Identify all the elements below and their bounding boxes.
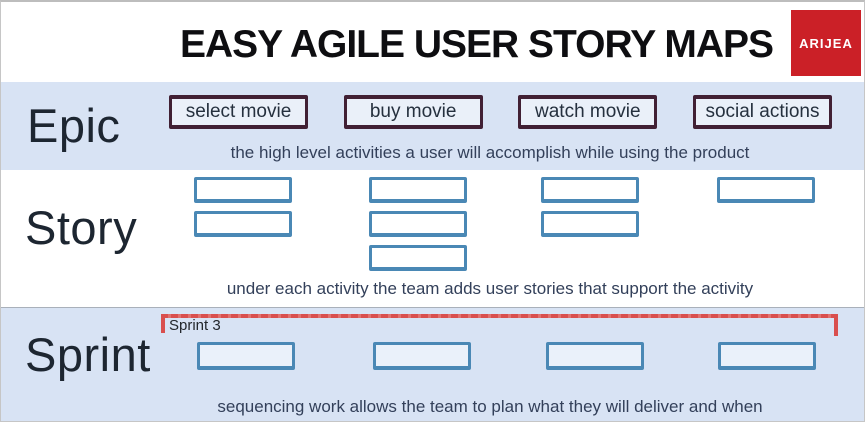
epic-row: Epic select movie buy movie watch movie soc… <box>1 82 864 170</box>
epic-caption: the high level activities a user will ac… <box>230 143 750 162</box>
story-column-4 <box>717 177 815 203</box>
epic-card-buy-movie: buy movie <box>343 95 483 129</box>
arijea-logo: ARIJEA <box>791 10 861 76</box>
story-card <box>541 211 639 237</box>
story-card <box>717 177 815 203</box>
sprint-card <box>197 342 295 370</box>
epic-card-label: watch movie <box>535 101 641 122</box>
sprint-column-4 <box>718 342 816 370</box>
epic-card-social-actions: social actions <box>692 95 832 129</box>
story-column-1 <box>194 177 292 237</box>
story-row: Story under each activity the team adds … <box>1 170 864 307</box>
epic-card-select-movie: select movie <box>169 95 308 129</box>
sprint-bracket-label: Sprint 3 <box>169 317 221 334</box>
header: EASY AGILE USER STORY MAPS ARIJEA <box>1 2 864 82</box>
epic-card-label: select movie <box>185 101 292 122</box>
sprint-card <box>373 342 471 370</box>
story-card <box>194 211 292 237</box>
page-title: EASY AGILE USER STORY MAPS <box>179 23 774 66</box>
sprint-card <box>546 342 644 370</box>
sprint-caption: sequencing work allows the team to plan … <box>217 397 763 416</box>
sprint-card <box>718 342 816 370</box>
story-card <box>194 177 292 203</box>
sprint-column-2 <box>373 342 471 370</box>
epic-row-label: Epic <box>27 99 121 152</box>
story-caption: under each activity the team adds user s… <box>226 279 754 298</box>
epic-card-watch-movie: watch movie <box>518 95 658 129</box>
story-card <box>369 245 467 271</box>
story-card <box>369 211 467 237</box>
sprint-row: Sprint 3 Sprint sequencing work allows t… <box>1 307 864 421</box>
epic-cards: select movie buy movie watch movie social a… <box>169 95 832 129</box>
story-card <box>369 177 467 203</box>
story-column-2 <box>369 177 467 271</box>
epic-card-label: buy movie <box>369 101 457 122</box>
epic-card-label: social actions <box>705 101 820 122</box>
story-row-label: Story <box>25 201 138 254</box>
sprint-row-label: Sprint <box>25 328 151 381</box>
sprint-column-1 <box>197 342 295 370</box>
story-column-3 <box>541 177 639 237</box>
sprint-column-3 <box>546 342 644 370</box>
logo-text: ARIJEA <box>799 35 853 51</box>
sprint-bracket-line <box>161 314 838 336</box>
story-card <box>541 177 639 203</box>
